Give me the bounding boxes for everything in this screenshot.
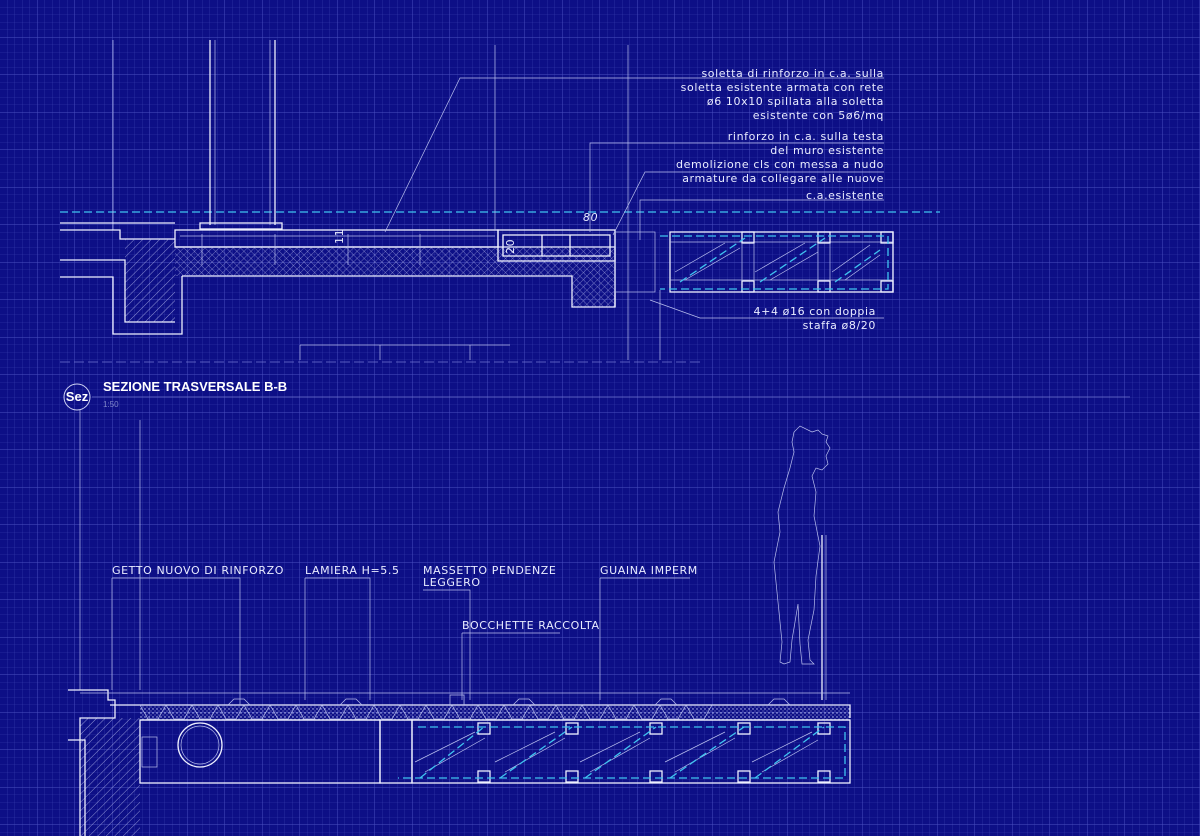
person-silhouette — [773, 425, 831, 665]
dimension-11: 11 — [333, 229, 346, 244]
note-line: esistente con 5ø6/mq — [753, 109, 884, 122]
note-line: ø6 10x10 spillata alla soletta — [707, 95, 884, 108]
drain-outlets — [227, 694, 791, 706]
section-scale: 1:50 — [103, 400, 119, 409]
note-line: del muro esistente — [770, 144, 884, 157]
dimension-20: 20 — [504, 239, 517, 254]
note-line: demolizione cls con messa a nudo — [676, 158, 884, 171]
note-line: c.a.esistente — [806, 189, 884, 202]
label-lamiera: LAMIERA H=5.5 — [305, 564, 400, 577]
label-bocchette: BOCCHETTE RACCOLTA — [462, 619, 600, 632]
label-getto: GETTO NUOVO DI RINFORZO — [112, 564, 284, 577]
dimension-80: 80 — [583, 211, 598, 224]
label-massetto: MASSETTO PENDENZE — [423, 564, 556, 577]
section-badge: Sez — [66, 389, 89, 404]
note-line: soletta esistente armata con rete — [681, 81, 884, 94]
upper-truss — [660, 231, 894, 293]
note-line: armature da collegare alle nuove — [682, 172, 884, 185]
label-massetto-2: LEGGERO — [423, 576, 481, 589]
lower-labels: GETTO NUOVO DI RINFORZO LAMIERA H=5.5 MA… — [112, 564, 698, 632]
section-title: SEZIONE TRASVERSALE B-B — [103, 379, 287, 394]
lower-section-drawing — [68, 410, 851, 836]
rebar-note: staffa ø8/20 — [803, 319, 876, 332]
rebar-note: 4+4 ø16 con doppia — [754, 305, 876, 318]
upper-section-drawing — [60, 40, 940, 363]
section-title-block: Sez SEZIONE TRASVERSALE B-B 1:50 — [63, 379, 1130, 411]
note-line: soletta di rinforzo in c.a. sulla — [701, 67, 884, 80]
upper-notes: soletta di rinforzo in c.a. sulla solett… — [333, 67, 884, 332]
label-guaina: GUAINA IMPERM — [600, 564, 698, 577]
note-line: rinforzo in c.a. sulla testa — [728, 130, 884, 143]
